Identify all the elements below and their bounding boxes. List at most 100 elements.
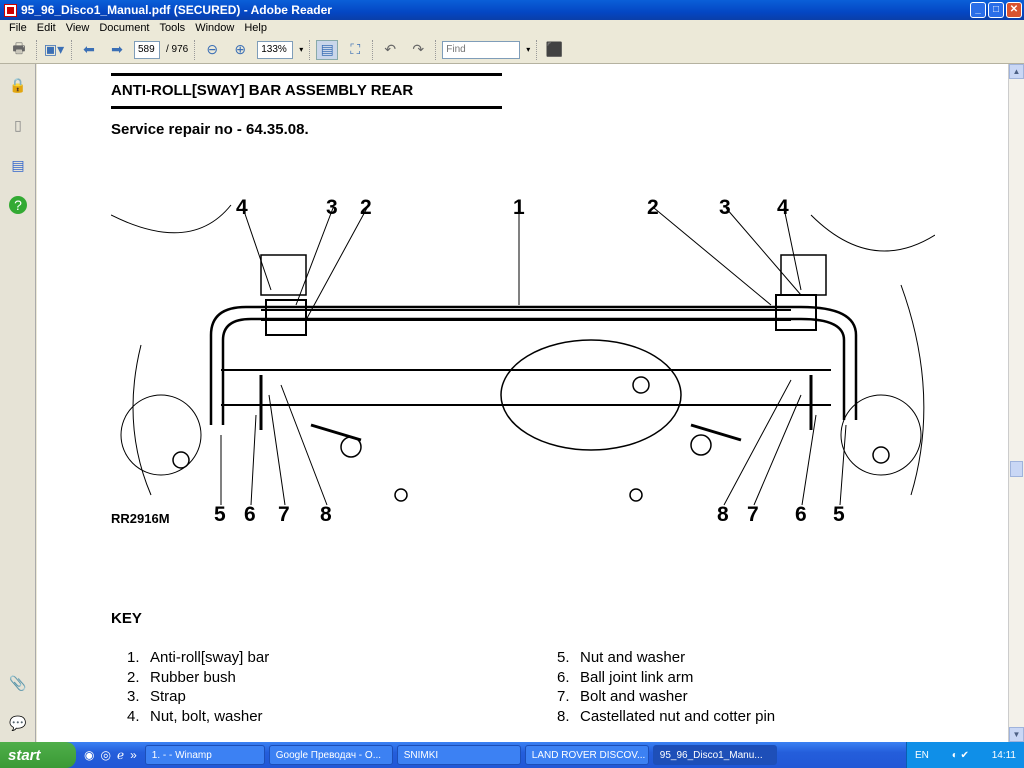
help-icon[interactable]: ? [9, 196, 27, 214]
maximize-button[interactable]: □ [988, 2, 1004, 18]
key-number: 5. [557, 649, 570, 666]
menu-tools[interactable]: Tools [159, 22, 186, 34]
callout-7-left: 7 [278, 503, 290, 526]
task-snimki[interactable]: SNIMKI [396, 745, 521, 765]
callout-3-right: 3 [719, 196, 731, 219]
menu-file[interactable]: File [9, 22, 27, 34]
separator [36, 39, 37, 60]
separator [435, 39, 437, 60]
title-bar: 95_96_Disco1_Manual.pdf (SECURED) - Adob… [0, 0, 1024, 20]
title-rule-bottom [111, 106, 502, 109]
separator [536, 39, 538, 60]
scroll-down-icon[interactable]: ▼ [1009, 727, 1024, 742]
document-page [37, 64, 1008, 742]
key-number: 3. [127, 688, 140, 706]
rotate-right-icon[interactable]: ↷ [412, 41, 425, 57]
key-text: Ball joint link arm [580, 668, 694, 686]
find-input[interactable] [442, 40, 521, 59]
task-google-translate[interactable]: Google Преводач - O... [268, 745, 393, 765]
key-text: Nut, bolt, washer [150, 708, 263, 726]
callout-5-right: 5 [833, 503, 845, 526]
vertical-scrollbar[interactable]: ▲ ▼ [1008, 64, 1024, 742]
minimize-button[interactable]: _ [970, 2, 986, 18]
comments-icon[interactable]: 💬 [9, 715, 27, 731]
key-item: 7. Bolt and washer [557, 688, 688, 705]
quicklaunch-more-icon[interactable]: » [130, 748, 137, 762]
navigation-panel: 🔒 ▯ ▤ ? 📎 💬 [0, 64, 36, 742]
service-repair-number: Service repair no - 64.35.08. [111, 121, 309, 138]
callout-7-right: 7 [747, 503, 759, 526]
find-dropdown-icon[interactable]: ▾ [526, 45, 531, 54]
menu-bar: File Edit View Document Tools Window Hel… [0, 20, 1024, 36]
lock-icon[interactable]: 🔒 [9, 77, 27, 93]
separator [309, 39, 311, 60]
start-button[interactable]: start [0, 742, 76, 768]
key-item: 6. Ball joint link arm [557, 669, 693, 686]
opera-icon[interactable]: ◎ [100, 748, 111, 762]
collaborate-icon[interactable]: ▣▾ [43, 41, 65, 57]
callout-6-right: 6 [795, 503, 807, 526]
fit-page-icon[interactable]: ⛶ [350, 41, 361, 57]
menu-view[interactable]: View [65, 22, 90, 34]
scroll-up-icon[interactable]: ▲ [1009, 64, 1024, 79]
page-number-input[interactable] [134, 40, 160, 59]
tray-icons[interactable]: ◐ ✔ [951, 749, 969, 761]
key-number: 4. [127, 708, 140, 726]
section-title: ANTI-ROLL[SWAY] BAR ASSEMBLY REAR [111, 82, 414, 99]
callout-8-right: 8 [717, 503, 729, 526]
rotate-left-icon[interactable]: ↶ [384, 41, 397, 57]
key-number: 8. [557, 708, 570, 726]
scroll-thumb[interactable] [1010, 461, 1023, 477]
key-item: 2.Rubber bush [127, 669, 236, 686]
callout-5-left: 5 [214, 503, 226, 526]
key-number: 6. [557, 668, 570, 686]
callout-2-right: 2 [647, 196, 659, 219]
task-adobe-reader[interactable]: 95_96_Disco1_Manu... [652, 745, 777, 765]
key-item: 4. Nut, bolt, washer [127, 708, 263, 725]
adobe-pdf-icon[interactable]: ⬛ [545, 41, 563, 57]
zoom-in-icon[interactable]: ⊕ [234, 41, 247, 57]
callout-3-left: 3 [326, 196, 338, 219]
show-desktop-icon[interactable]: ◉ [84, 748, 95, 762]
previous-page-icon[interactable]: ⬅ [83, 41, 95, 57]
key-number: 7. [557, 688, 570, 706]
window-title: 95_96_Disco1_Manual.pdf (SECURED) - Adob… [21, 3, 332, 17]
clock: 14:11 [991, 749, 1016, 761]
separator [71, 39, 72, 60]
callout-8-left: 8 [320, 503, 332, 526]
menu-document[interactable]: Document [99, 22, 150, 34]
key-item: 3. Strap [127, 688, 186, 705]
task-land-rover[interactable]: LAND ROVER DISCOV... [524, 745, 649, 765]
menu-window[interactable]: Window [195, 22, 235, 34]
key-text: Bolt and washer [580, 688, 688, 706]
pdf-icon [4, 3, 17, 17]
key-number: 1. [127, 649, 140, 666]
separator [194, 39, 196, 60]
key-heading: KEY [111, 610, 142, 627]
menu-edit[interactable]: Edit [36, 22, 56, 34]
task-winamp[interactable]: 1. - - Winamp [144, 745, 265, 765]
toolbar: 🖶 ▣▾ ⬅ ➡ / 976 ⊖ ⊕ ▾ ▤ ⛶ ↶ ↷ ▾ ⬛ [0, 36, 1024, 64]
pages-icon[interactable]: ▯ [14, 117, 22, 133]
internet-explorer-icon[interactable]: ℯ [116, 748, 125, 762]
callout-6-left: 6 [244, 503, 256, 526]
print-icon[interactable]: 🖶 [12, 39, 26, 56]
language-indicator[interactable]: EN [915, 749, 929, 761]
key-text: Strap [150, 688, 186, 706]
zoom-dropdown-icon[interactable]: ▾ [299, 45, 304, 54]
taskbar: start ◉ ◎ ℯ » 1. - - Winamp Google Прево… [0, 742, 1024, 768]
key-text: Nut and washer [580, 649, 686, 666]
figure-id: RR2916M [111, 511, 170, 526]
close-button[interactable]: ✕ [1006, 2, 1022, 18]
key-item: 5. Nut and washer [557, 649, 685, 666]
menu-help[interactable]: Help [244, 22, 267, 34]
next-page-icon[interactable]: ➡ [111, 41, 123, 57]
zoom-out-icon[interactable]: ⊖ [206, 41, 219, 57]
bookmarks-icon[interactable]: ▤ [11, 157, 25, 173]
key-text: Anti-roll[sway] bar [150, 649, 270, 666]
key-item: 1. Anti-roll[sway] bar [127, 649, 269, 666]
attachments-icon[interactable]: 📎 [9, 675, 27, 691]
fit-width-icon[interactable]: ▤ [316, 39, 339, 60]
separator [372, 39, 374, 60]
zoom-input[interactable] [257, 40, 294, 59]
